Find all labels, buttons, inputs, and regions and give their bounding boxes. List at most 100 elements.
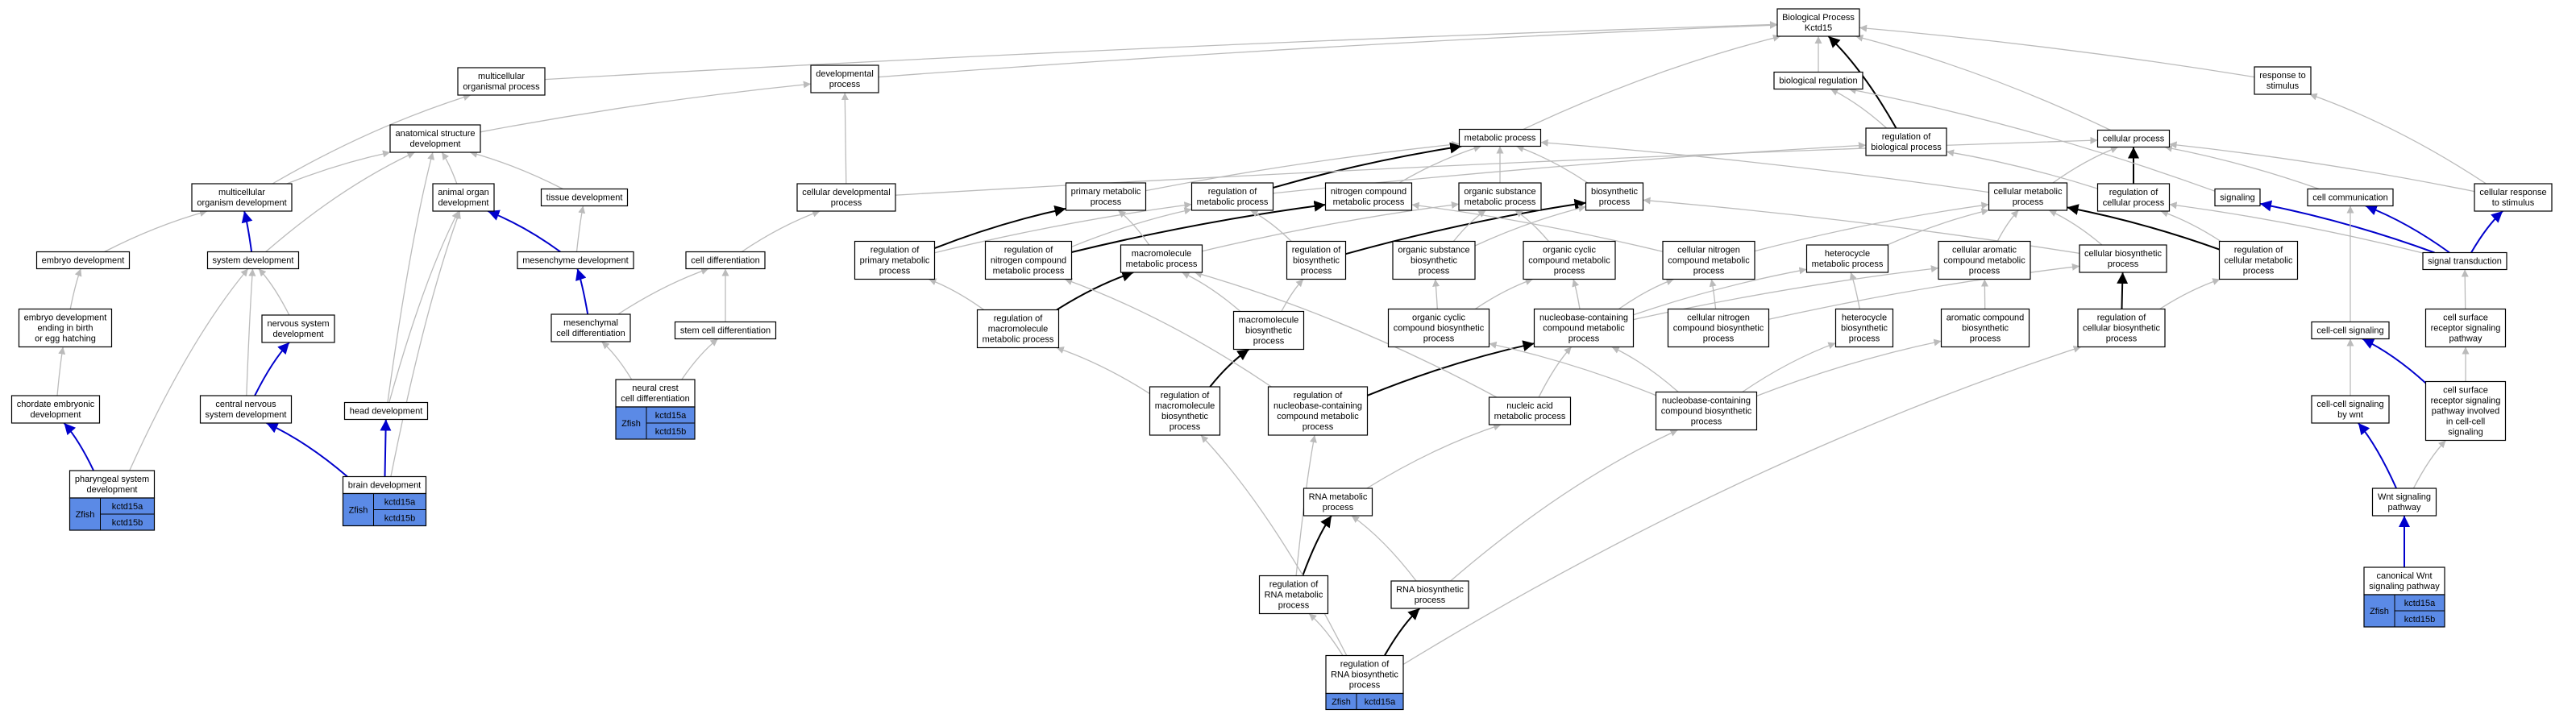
edge-csrspi-to-ccs bbox=[2362, 338, 2427, 384]
edge-mesd-to-aod bbox=[487, 210, 561, 253]
node-label-line: development bbox=[87, 485, 138, 495]
edge-rbp-to-biosp bbox=[1345, 198, 1586, 255]
node-label-line: head development bbox=[350, 407, 423, 417]
node-box bbox=[1258, 575, 1329, 615]
go-term-node-cellp[interactable]: cellular process bbox=[2096, 129, 2171, 148]
node-label-line: system development bbox=[213, 256, 294, 266]
go-term-node-biorg[interactable]: biological regulation bbox=[1773, 71, 1863, 90]
go-term-node-sysd[interactable]: system development bbox=[206, 251, 300, 270]
go-term-node-ccs[interactable]: cell-cell signaling bbox=[2311, 321, 2390, 340]
gene-link[interactable]: kctd15b bbox=[2404, 615, 2436, 624]
gene-link[interactable]: kctd15a bbox=[655, 411, 687, 421]
go-term-node-celld[interactable]: cell differentiation bbox=[685, 251, 766, 270]
node-label-line: nucleic acid bbox=[1506, 401, 1552, 411]
gene-link[interactable]: kctd15a bbox=[112, 502, 143, 512]
gene-link[interactable]: kctd15b bbox=[112, 518, 143, 528]
go-term-node-ccomm[interactable]: cell communication bbox=[2307, 188, 2394, 207]
node-box bbox=[1286, 240, 1347, 280]
node-label-line: cellular aromatic bbox=[1952, 246, 2017, 255]
node-label-line: process bbox=[1970, 334, 2001, 344]
edge-rmp-to-metp bbox=[1273, 142, 1462, 189]
gene-link[interactable]: kctd15b bbox=[655, 427, 687, 437]
go-term-node-rnbcmp[interactable]: regulation ofnucleobase-containingcompou… bbox=[1267, 386, 1369, 436]
gene-link[interactable]: kctd15b bbox=[384, 514, 416, 524]
go-term-node-psd[interactable]: pharyngeal systemdevelopmentZfishkctd15a… bbox=[69, 470, 156, 531]
gene-link[interactable]: kctd15a bbox=[1365, 698, 1396, 707]
node-label-line: cellular response bbox=[2479, 188, 2546, 197]
go-term-node-embd[interactable]: embryo development bbox=[35, 251, 131, 270]
edge-rrnabp-to-rnabp bbox=[1384, 608, 1421, 656]
go-term-node-st[interactable]: signal transduction bbox=[2422, 251, 2507, 271]
gene-link[interactable]: kctd15a bbox=[2404, 599, 2436, 608]
node-label-line: biosynthetic bbox=[1962, 324, 2009, 334]
gene-link[interactable]: kctd15a bbox=[384, 498, 416, 508]
go-term-node-headd[interactable]: head development bbox=[343, 401, 429, 421]
go-term-node-rmbp[interactable]: regulation ofmacromoleculebiosyntheticpr… bbox=[1149, 386, 1221, 436]
go-term-node-sig[interactable]: signaling bbox=[2214, 188, 2261, 207]
go-term-node-mesd[interactable]: mesenchyme development bbox=[517, 251, 634, 270]
go-term-node-tissd[interactable]: tissue development bbox=[540, 188, 629, 207]
go-term-node-metp[interactable]: metabolic process bbox=[1458, 128, 1542, 147]
node-label-line: metabolic process bbox=[1333, 197, 1405, 207]
go-term-node-scd[interactable]: stem cell differentiation bbox=[674, 321, 777, 340]
edge-layer bbox=[56, 21, 2503, 666]
edge-rmbp-to-mbp bbox=[1209, 348, 1250, 388]
node-label-line: regulation of bbox=[1208, 187, 1257, 197]
species-label: Zfish bbox=[621, 419, 641, 429]
